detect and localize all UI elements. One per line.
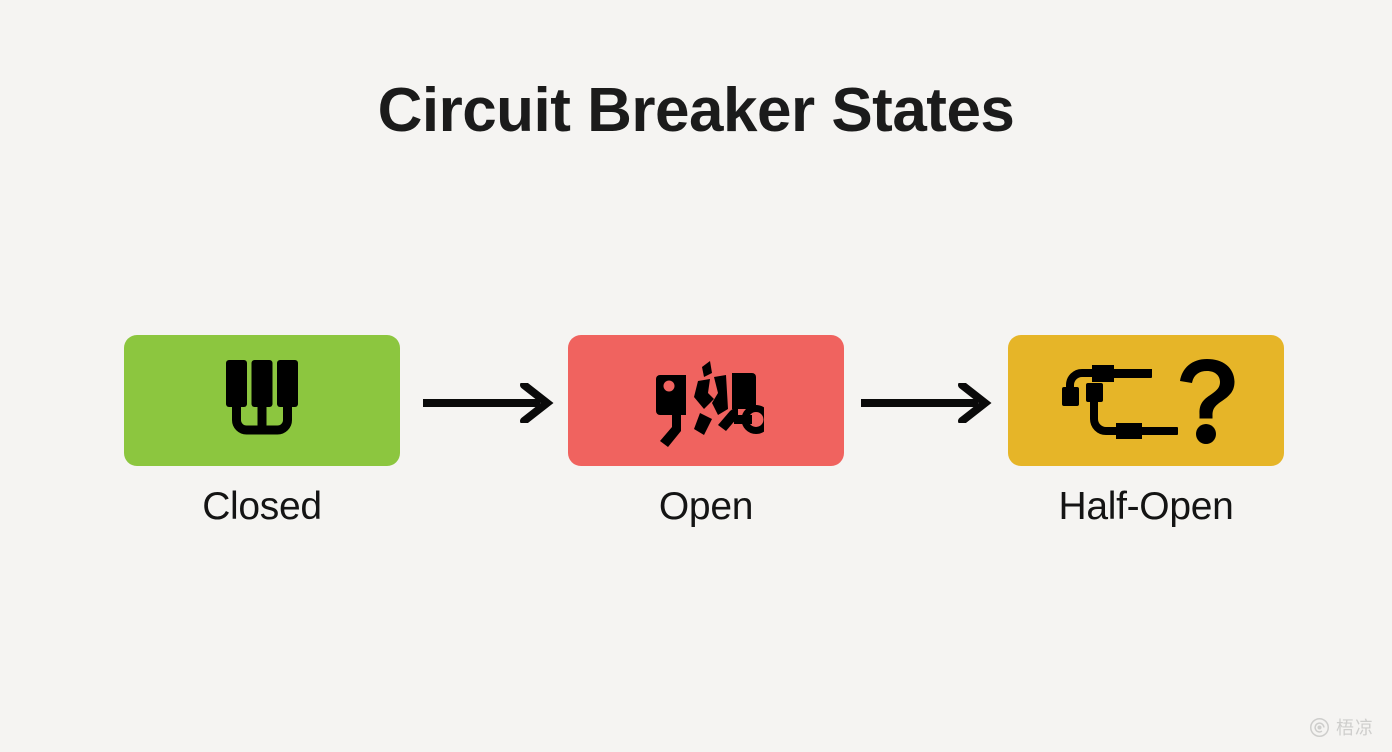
watermark: 梧凉 <box>1309 717 1374 738</box>
state-card-closed[interactable] <box>124 335 400 466</box>
broken-circuit-icon <box>656 360 764 447</box>
state-label-closed: Closed <box>202 485 322 528</box>
transition-arrow-2 <box>858 381 998 425</box>
closed-circuit-icon <box>226 359 298 434</box>
watermark-logo-icon <box>1310 718 1329 737</box>
transition-arrow-1 <box>420 381 560 425</box>
state-card-half-open[interactable] <box>1008 335 1284 466</box>
state-label-half-open: Half-Open <box>1058 485 1234 528</box>
state-label-open: Open <box>658 485 754 528</box>
watermark-text: 梧凉 <box>1336 717 1374 738</box>
state-flow-diagram: Closed <box>0 335 1392 545</box>
state-closed[interactable]: Closed <box>124 335 400 529</box>
question-circuit-icon <box>1062 358 1235 444</box>
state-open[interactable]: Open <box>568 335 844 529</box>
question-mark-glyph <box>1180 358 1235 444</box>
arrow-right-icon <box>423 381 554 425</box>
state-half-open[interactable]: Half-Open <box>1008 335 1284 529</box>
state-card-open[interactable] <box>568 335 844 466</box>
page-title: Circuit Breaker States <box>377 76 1015 145</box>
arrow-right-icon <box>861 381 992 425</box>
